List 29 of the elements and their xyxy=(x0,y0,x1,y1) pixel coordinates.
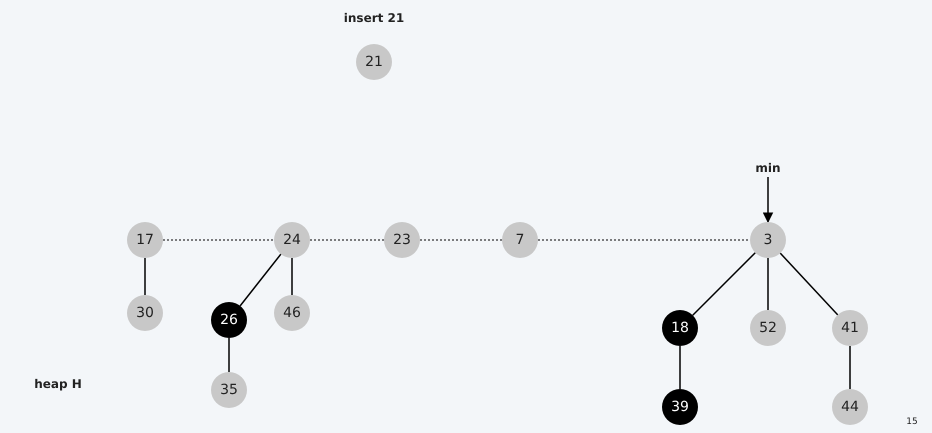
marked-node-circle: 39 xyxy=(662,389,698,425)
note: heap H xyxy=(34,377,82,391)
marked-node-circle: 26 xyxy=(211,302,247,338)
tree-link xyxy=(767,258,769,310)
heap-node-circle: 44 xyxy=(832,389,868,425)
heap-node-circle: 7 xyxy=(502,222,538,258)
arrow xyxy=(762,177,774,224)
heap-node-circle: 17 xyxy=(127,222,163,258)
heap-node-circle: 3 xyxy=(750,222,786,258)
heap-node-circle: 21 xyxy=(356,44,392,80)
tree-link xyxy=(679,346,681,389)
heap-node-circle: 30 xyxy=(127,295,163,331)
heap-node-circle: 41 xyxy=(832,310,868,346)
min-label: min xyxy=(755,161,781,175)
page-number: 15 xyxy=(906,417,918,427)
tree-link xyxy=(780,252,838,316)
marked-node-circle: 18 xyxy=(662,310,698,346)
tree-link xyxy=(240,254,282,306)
heap-node-circle: 23 xyxy=(384,222,420,258)
tree-link xyxy=(144,258,146,295)
heading: insert 21 xyxy=(344,11,404,25)
heap-node-circle: 46 xyxy=(274,295,310,331)
tree-link xyxy=(291,258,293,295)
heap-node-circle: 35 xyxy=(211,372,247,408)
tree-link xyxy=(849,346,851,389)
tree-link xyxy=(692,252,756,316)
heap-node-circle: 52 xyxy=(750,310,786,346)
heap-node-circle: 24 xyxy=(274,222,310,258)
tree-link xyxy=(228,338,230,372)
